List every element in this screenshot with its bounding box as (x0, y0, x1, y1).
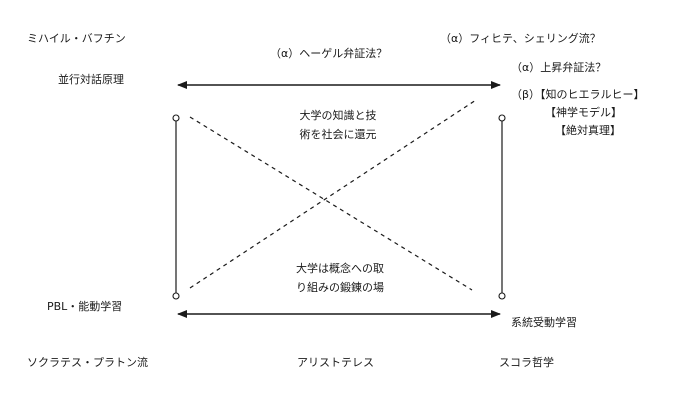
top-left-title-label: ミハイル・バフチン (27, 32, 126, 45)
bottom-left-label: PBL・能動学習 (47, 300, 123, 313)
endpoint-circle-bottom-left (172, 292, 180, 300)
top-right-label-ascending: （α）上昇弁証法？ (511, 61, 607, 74)
bottom-middle-school-label: アリストテレス (297, 356, 374, 369)
endpoint-circle-top-left (172, 114, 180, 122)
bottom-right-school-label: スコラ哲学 (499, 356, 554, 369)
diagonal-dashed-down (189, 116, 473, 291)
center-lower-text: 大学は概念への取 り組みの鍛錬の場 (270, 262, 410, 296)
top-right-label-theology: 【神学モデル】 (545, 106, 622, 119)
endpoint-circle-top-right (498, 114, 506, 122)
bottom-left-school-label: ソクラテス・プラトン流 (27, 356, 148, 369)
top-right-label-absolute-truth: 【絶対真理】 (555, 124, 621, 137)
bottom-right-label: 系統受動学習 (511, 316, 577, 329)
center-upper-text: 大学の知識と技 術を社会に還元 (278, 109, 398, 143)
top-arrow-label: （α）ヘーゲル弁証法？ (270, 47, 388, 60)
top-right-label-fichte: （α）フィヒテ、シェリング流？ (440, 32, 601, 45)
center-lower-line-2: り組みの鍛錬の場 (296, 280, 384, 294)
endpoint-circle-bottom-right (498, 292, 506, 300)
top-left-label: 並行対話原理 (58, 73, 124, 86)
diagonal-dashed-up (189, 99, 477, 289)
center-lower-line-1: 大学は概念への取 (296, 262, 384, 275)
top-right-label-hierarchy: （β）【知のヒエラルヒー】 (511, 88, 645, 101)
center-upper-line-1: 大学の知識と技 (299, 109, 377, 122)
center-upper-line-2: 術を社会に還元 (299, 127, 377, 141)
